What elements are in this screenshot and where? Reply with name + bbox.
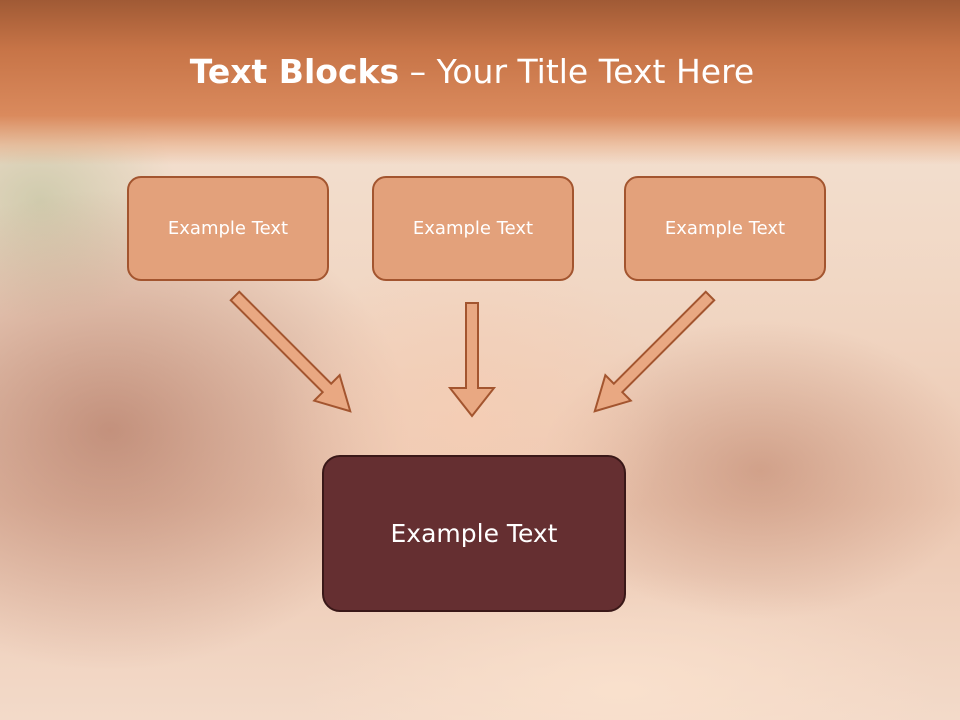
text-block-label: Example Text xyxy=(664,218,786,239)
text-block-label: Example Text xyxy=(167,218,289,239)
text-block-label: Example Text xyxy=(412,218,534,239)
title-separator: – xyxy=(399,52,437,91)
arrow-left-icon xyxy=(229,290,352,413)
arrow-right-icon xyxy=(593,290,716,413)
slide-title: Text Blocks – Your Title Text Here xyxy=(0,52,944,91)
title-bold-part: Text Blocks xyxy=(189,52,400,91)
text-block-top-right[interactable]: Example Text xyxy=(624,176,826,281)
text-block-main-label: Example Text xyxy=(390,519,558,548)
title-rest: Your Title Text Here xyxy=(436,52,755,91)
text-block-top-left[interactable]: Example Text xyxy=(127,176,329,281)
text-block-top-center[interactable]: Example Text xyxy=(372,176,574,281)
text-block-main[interactable]: Example Text xyxy=(322,455,626,612)
arrow-down-icon xyxy=(447,302,497,418)
title-band xyxy=(0,0,960,165)
